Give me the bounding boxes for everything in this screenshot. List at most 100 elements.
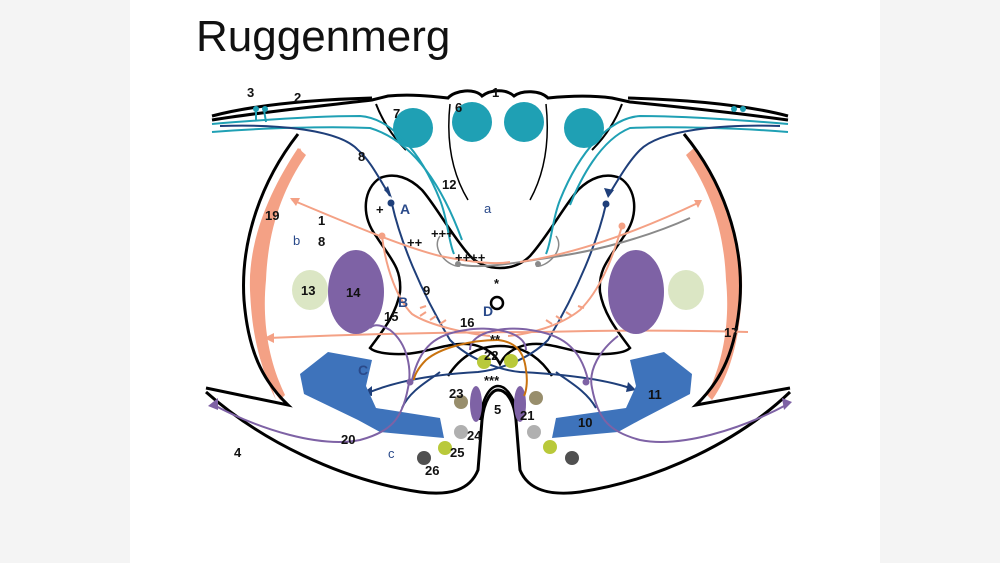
dorsal-column-nucleus-right-1 <box>504 102 544 142</box>
label-18-top: 1 <box>318 213 325 228</box>
central-canal <box>489 295 505 311</box>
purple-fiber-cross <box>469 327 589 381</box>
purple-arrowhead-4 <box>208 398 218 410</box>
navy-soma-left <box>387 199 395 207</box>
dorsal-column-nucleus-6 <box>452 102 492 142</box>
salmon-fiber-15 <box>381 235 491 337</box>
label-18-bottom: 8 <box>318 234 325 249</box>
salmon-region-right-body <box>686 148 743 400</box>
label-14: 14 <box>346 285 361 300</box>
region-14-right <box>608 250 664 334</box>
region-label-a: a <box>484 201 492 216</box>
label-4: 4 <box>234 445 242 460</box>
label-22: 22 <box>484 348 498 363</box>
salmon-arrowhead-right-upper <box>694 200 702 208</box>
receptor-dot-left-1 <box>253 106 259 112</box>
lime-tract-25-right <box>543 440 557 454</box>
label-20: 20 <box>341 432 355 447</box>
label-10: 10 <box>578 415 592 430</box>
purple-fiber-right <box>590 335 789 443</box>
receptor-dot-right-2 <box>740 106 746 112</box>
cyan-fiber-right-1 <box>545 114 789 255</box>
label-2: 2 <box>294 90 301 105</box>
ventral-inner-outline <box>446 344 554 377</box>
salmon-arrowhead-19 <box>290 198 300 206</box>
label-1: 1 <box>492 85 499 100</box>
region-label-c: c <box>388 446 395 461</box>
lime-tract-22 <box>477 355 491 369</box>
ventral-horn-block-left <box>300 352 444 438</box>
purple-arrowhead-right <box>782 398 792 410</box>
navy-fiber-right <box>607 124 781 197</box>
dorsal-top-left-curve <box>211 96 373 118</box>
olive-tract-23 <box>454 395 468 409</box>
label-17: 17 <box>724 325 738 340</box>
purple-soma-left <box>406 378 414 386</box>
salmon-fiber-18 <box>291 199 511 265</box>
dorsal-column-nucleus-right-2 <box>564 108 604 148</box>
region-13-right <box>668 270 704 310</box>
region-14 <box>328 250 384 334</box>
grey-fiber-crossing <box>457 217 691 268</box>
label-24: 24 <box>467 428 482 443</box>
dark-tract-26 <box>417 451 431 465</box>
label-11: 11 <box>648 387 662 402</box>
label-16: 16 <box>460 315 474 330</box>
marker-plus-3: +++ <box>431 226 454 241</box>
receptor-dot-right-1 <box>731 106 737 112</box>
label-5: 5 <box>494 402 501 417</box>
navy-fiber-descending-left <box>391 203 631 389</box>
olive-tract-23-right <box>529 391 543 405</box>
slide-title: Ruggenmerg <box>196 12 451 61</box>
grey-tract-24-right <box>527 425 541 439</box>
region-label-B: B <box>398 294 408 310</box>
cord-outline-left <box>205 133 300 408</box>
salmon-branches-left <box>419 305 447 325</box>
salmon-fiber-right-descending <box>507 225 623 337</box>
marker-plus-4: ++++ <box>455 250 486 265</box>
cyan-fiber-left-2 <box>211 126 463 241</box>
label-13: 13 <box>301 283 315 298</box>
cord-outline-bottom <box>205 388 792 495</box>
salmon-soma-left <box>378 232 386 240</box>
salmon-arrowhead-17-left <box>264 333 274 343</box>
cyan-fiber-left-1 <box>211 114 455 255</box>
marker-star-1: * <box>494 276 500 291</box>
region-label-b: b <box>293 233 300 248</box>
dorsal-column-line-3 <box>529 103 549 201</box>
label-12: 12 <box>442 177 456 192</box>
orange-fiber-left <box>413 339 499 381</box>
label-25: 25 <box>450 445 464 460</box>
marker-star-3: *** <box>484 373 500 388</box>
marker-plus-1: + <box>376 202 384 217</box>
region-13 <box>292 270 328 310</box>
navy-soma-right <box>602 200 610 208</box>
label-3: 3 <box>247 85 254 100</box>
navy-fiber-left <box>219 124 391 197</box>
cord-outline-right <box>682 133 791 408</box>
navy-arrowhead-ventral-right <box>626 382 636 392</box>
navy-fiber-descending-right <box>369 203 607 393</box>
marker-plus-2: ++ <box>407 235 423 250</box>
label-6: 6 <box>455 100 462 115</box>
navy-arrowhead-right <box>604 188 614 198</box>
ventral-horn-block-right <box>552 352 692 438</box>
orange-fiber-right <box>497 339 528 397</box>
dorsal-top-right-curve <box>627 96 789 118</box>
label-15: 15 <box>384 309 398 324</box>
label-26: 26 <box>425 463 439 478</box>
purple-soma-right <box>582 378 590 386</box>
purple-fiber-cross-2 <box>411 327 527 381</box>
cord-outline <box>211 89 789 122</box>
cyan-fiber-right-2 <box>569 126 789 206</box>
region-label-C: C <box>358 362 368 378</box>
dark-tract-26-right <box>565 451 579 465</box>
purple-tract-21-left <box>470 386 482 422</box>
marker-star-2: ** <box>490 332 501 347</box>
purple-tract-21 <box>514 386 526 422</box>
region-label-D: D <box>483 303 493 319</box>
lime-tract-25 <box>438 441 452 455</box>
salmon-fiber-right-upper <box>519 201 701 263</box>
salmon-soma-right <box>618 222 626 230</box>
